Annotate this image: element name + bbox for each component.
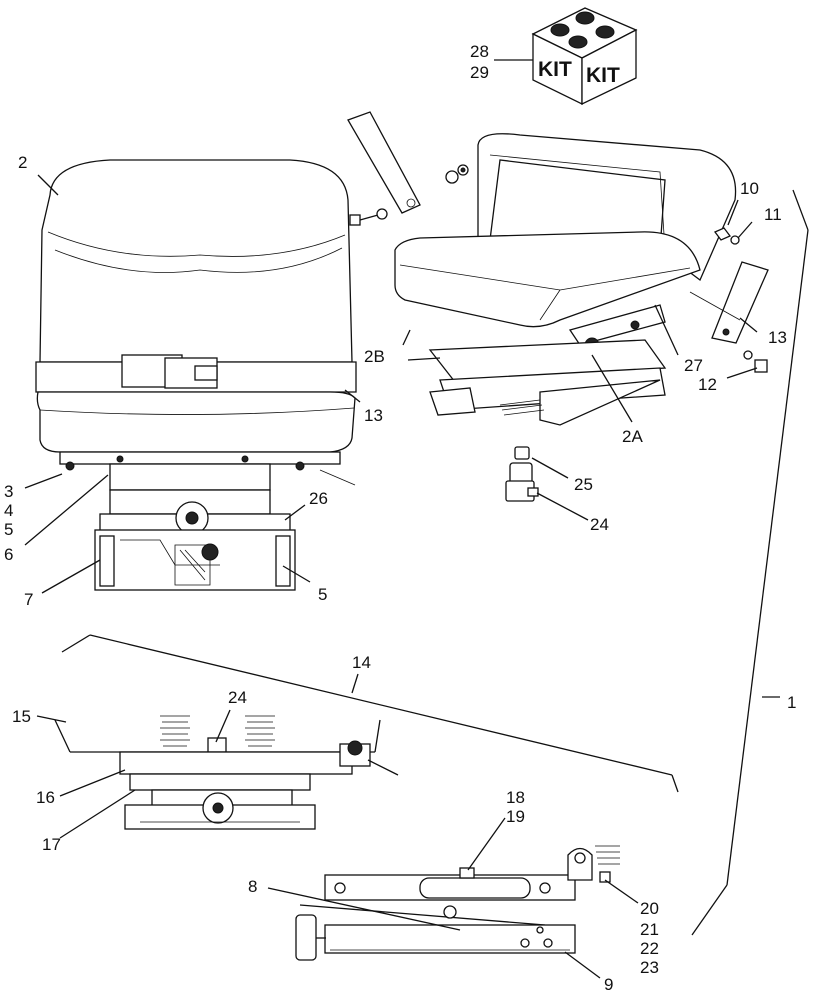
callout-4: 4 [4,501,13,520]
callout-18: 18 [506,788,525,807]
seat-switch [505,446,539,502]
callout-2a: 2A [622,427,643,446]
callout-13-right: 13 [768,328,787,347]
callout-8: 8 [248,877,257,896]
callout-10: 10 [740,179,759,198]
callout-21: 21 [640,920,659,939]
seat-front-view [35,159,357,591]
callout-22: 22 [640,939,659,958]
callout-5-left: 5 [4,520,13,539]
callout-3: 3 [4,482,13,501]
callout-17: 17 [42,835,61,854]
callout-labels: 2 2B 2A 13 3 4 5 6 7 5 26 10 11 13 27 12… [4,42,796,994]
callout-1: 1 [787,693,796,712]
slide-rail-assembly [295,845,620,961]
callout-15: 15 [12,707,31,726]
kit-text-left: KIT [538,58,572,81]
armrest-right [689,227,769,373]
kit-text-right: KIT [586,64,620,87]
callout-13-left: 13 [364,406,383,425]
callout-28: 28 [470,42,489,61]
callout-2b: 2B [364,347,385,366]
seat-iso-view [347,111,737,426]
callout-5-right: 5 [318,585,327,604]
callout-25: 25 [574,475,593,494]
callout-12: 12 [698,375,717,394]
callout-27: 27 [684,356,703,375]
callout-29: 29 [470,63,489,82]
callout-9: 9 [604,975,613,994]
callout-6: 6 [4,545,13,564]
suspension-assembly [54,715,399,830]
callout-14: 14 [352,653,371,672]
callout-2: 2 [18,153,27,172]
callout-11: 11 [764,205,782,224]
callout-20: 20 [640,899,659,918]
callout-26: 26 [309,489,328,508]
callout-24-upper: 24 [590,515,609,534]
callout-24-lower: 24 [228,688,247,707]
callout-19: 19 [506,807,525,826]
callout-7: 7 [24,590,33,609]
kit-box-illustration: KIT KIT [531,7,638,106]
callout-23: 23 [640,958,659,977]
leader-lines [24,174,809,979]
callout-16: 16 [36,788,55,807]
